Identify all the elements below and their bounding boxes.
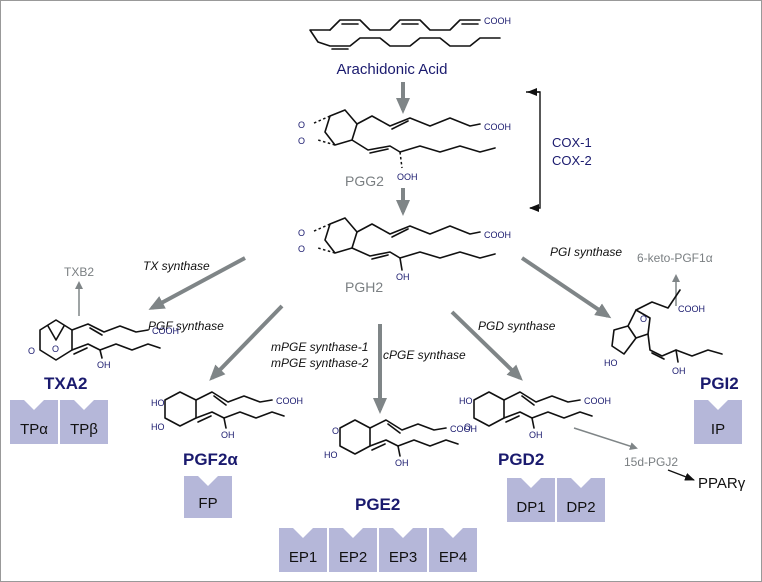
ep4-label: EP4 <box>439 549 467 566</box>
txa2-o1: O <box>52 344 59 354</box>
pgg2-ooh: OOH <box>397 172 418 182</box>
cox2-label: COX-2 <box>552 153 592 168</box>
pgf-synthase-label: PGF synthase <box>148 319 224 333</box>
pgi2-ho: HO <box>604 358 618 368</box>
arrow-pgd2-to-pgj2 <box>573 427 638 450</box>
ep1-receptor: EP1 <box>279 528 327 572</box>
pgd2-structure: HO O COOH OH <box>459 391 611 440</box>
mpges1-label: mPGE synthase-1 <box>271 340 368 354</box>
pge2-oh: OH <box>395 458 409 468</box>
ip-receptor: IP <box>694 400 742 444</box>
tp-alpha-receptor: TPα <box>10 400 58 444</box>
arrow-pgj2-to-ppar <box>667 469 695 481</box>
pgf2a-label: PGF2α <box>183 450 238 469</box>
pgd2-label: PGD2 <box>498 450 544 469</box>
pge2-o: O <box>332 426 339 436</box>
pgh2-label: PGH2 <box>345 279 383 295</box>
pgh2-cooh: COOH <box>484 230 511 240</box>
pgd2-o: O <box>464 422 471 432</box>
tp-beta-label: TPβ <box>70 421 98 438</box>
fp-receptor: FP <box>184 476 232 518</box>
pgf2a-ho2: HO <box>151 422 165 432</box>
pgi2-structure: O COOH HO OH <box>604 289 723 376</box>
cox1-label: COX-1 <box>552 135 592 150</box>
ep4-receptor: EP4 <box>429 528 477 572</box>
pgg2-label: PGG2 <box>345 173 384 189</box>
fp-label: FP <box>198 495 217 512</box>
dp2-receptor: DP2 <box>557 478 605 522</box>
pge2-ho: HO <box>324 450 338 460</box>
txa2-cooh: COOH <box>152 326 179 336</box>
txa2-structure: O O COOH OH <box>28 319 179 370</box>
ep3-receptor: EP3 <box>379 528 427 572</box>
pgf2a-structure: HO HO COOH OH <box>151 391 303 440</box>
tp-alpha-label: TPα <box>20 421 48 438</box>
tx-synthase-label: TX synthase <box>143 259 210 273</box>
pgi-synthase-label: PGI synthase <box>550 245 622 259</box>
pgh2-structure: O O COOH OH <box>298 217 511 282</box>
pge2-structure: O HO COOH OH <box>324 419 477 468</box>
pgg2-o1: O <box>298 120 305 130</box>
dp1-label: DP1 <box>516 499 545 516</box>
pgi2-o: O <box>640 314 647 324</box>
txa2-oh: OH <box>97 360 111 370</box>
arrow-pgf-synthase <box>209 304 284 381</box>
pgf2a-ho1: HO <box>151 398 165 408</box>
arrow-tx-synthase <box>148 256 246 310</box>
pgh2-o1: O <box>298 228 305 238</box>
pgd2-cooh: COOH <box>584 396 611 406</box>
pgi2-label: PGI2 <box>700 374 739 393</box>
arachidonic-acid-label: Arachidonic Acid <box>337 61 448 78</box>
arrow-pgd-synthase <box>450 310 523 381</box>
txa2-o2: O <box>28 346 35 356</box>
pge2-cooh: COOH <box>450 424 477 434</box>
mpges2-label: mPGE synthase-2 <box>271 356 369 370</box>
ep1-label: EP1 <box>289 549 317 566</box>
dp2-label: DP2 <box>566 499 595 516</box>
pgi2-oh: OH <box>672 366 686 376</box>
pgg2-structure: O O COOH OOH <box>298 109 511 182</box>
ip-label: IP <box>711 421 725 438</box>
cooh-label: COOH <box>484 16 511 26</box>
pgg2-cooh: COOH <box>484 122 511 132</box>
keto-pgf1a-label: 6-keto-PGF1α <box>637 251 713 265</box>
tp-beta-receptor: TPβ <box>60 400 108 444</box>
pgh2-oh: OH <box>396 272 410 282</box>
txa2-label: TXA2 <box>44 374 87 393</box>
pgi2-cooh: COOH <box>678 304 705 314</box>
ep2-receptor: EP2 <box>329 528 377 572</box>
ep2-label: EP2 <box>339 549 367 566</box>
pgg2-o2: O <box>298 136 305 146</box>
pgd2-ho: HO <box>459 396 473 406</box>
dp1-receptor: DP1 <box>507 478 555 522</box>
pgd2-oh: OH <box>529 430 543 440</box>
arachidonic-acid-structure: COOH <box>309 16 511 50</box>
pgj2-label: 15d-PGJ2 <box>624 455 678 469</box>
pgf2a-cooh: COOH <box>276 396 303 406</box>
ep3-label: EP3 <box>389 549 417 566</box>
ppar-label: PPARγ <box>698 475 746 492</box>
cpges-label: cPGE synthase <box>383 348 466 362</box>
pgh2-o2: O <box>298 244 305 254</box>
txb2-label: TXB2 <box>64 265 94 279</box>
cox-bracket <box>526 91 541 212</box>
pgd-synthase-label: PGD synthase <box>478 319 556 333</box>
pge2-label: PGE2 <box>355 495 400 514</box>
pgf2a-oh: OH <box>221 430 235 440</box>
arrow-pgi-synthase <box>520 256 612 319</box>
